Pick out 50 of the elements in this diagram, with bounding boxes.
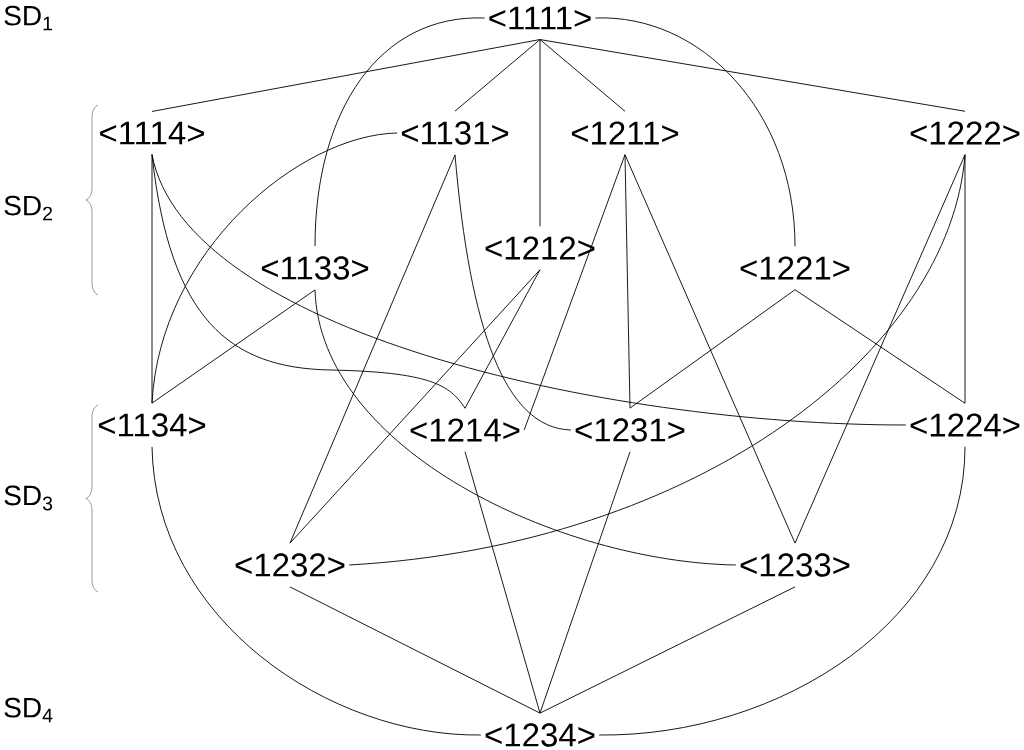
- edge-line: [348, 154, 966, 566]
- edge-line: [314, 289, 737, 566]
- edge-line: [289, 154, 456, 544]
- edge-line: [539, 39, 541, 227]
- edge-line: [624, 154, 796, 544]
- level-label: SD$_{3}$: [4, 485, 53, 511]
- node-label: <1114>: [100, 121, 204, 145]
- edge-line: [624, 154, 631, 409]
- node-label: <1224>: [910, 413, 1020, 437]
- node-label: <1222>: [910, 121, 1020, 145]
- edge-line: [151, 154, 907, 426]
- edge-line: [454, 154, 572, 431]
- edge-line: [539, 39, 966, 112]
- node-label: <1214>: [410, 418, 520, 442]
- edge-line: [595, 17, 796, 247]
- edge-line: [151, 446, 482, 736]
- node-label: <1233>: [740, 553, 850, 577]
- edge-line: [151, 154, 153, 404]
- edge-line: [794, 289, 966, 404]
- node-label: <1131>: [401, 121, 509, 145]
- edge-line: [539, 586, 796, 714]
- node-label: <1231>: [575, 418, 685, 442]
- node-label: <1134>: [98, 413, 206, 437]
- level-label: SD$_{2}$: [4, 195, 52, 221]
- node-label: <1133>: [261, 256, 369, 280]
- edge-line: [151, 132, 398, 404]
- edge-line: [314, 17, 485, 247]
- node-label: <1111>: [489, 6, 591, 30]
- edge-line: [964, 154, 966, 404]
- edge-line: [523, 154, 626, 431]
- edge-line: [598, 446, 966, 736]
- edge-line: [464, 451, 541, 714]
- level-label: SD$_{4}$: [4, 697, 53, 723]
- node-label: <1232>: [235, 553, 345, 577]
- edge-line: [289, 586, 541, 714]
- edge-line: [629, 289, 796, 409]
- edge-line: [151, 289, 316, 404]
- level-label: SD$_{1}$: [4, 5, 53, 31]
- edge-line: [454, 39, 541, 112]
- edge-line: [539, 39, 626, 112]
- edge-line: [151, 39, 541, 112]
- node-label: <1212>: [485, 236, 595, 260]
- node-label: <1221>: [740, 256, 850, 280]
- edge-line: [794, 154, 966, 544]
- edge-line: [539, 451, 631, 714]
- node-label: <1234>: [485, 723, 595, 747]
- edge-line: [151, 154, 466, 409]
- node-label: <1211>: [571, 121, 679, 145]
- edge-line: [289, 269, 541, 544]
- edge-line: [464, 269, 541, 409]
